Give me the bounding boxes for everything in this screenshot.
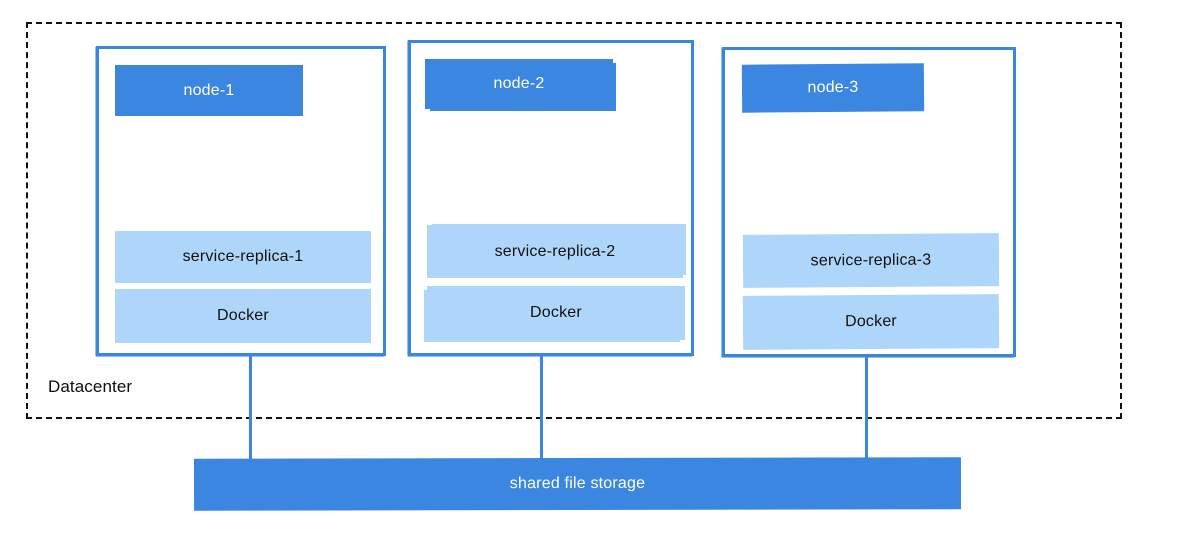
node-box-3[interactable]: node-3 service-replica-3 Docker [721, 47, 1016, 358]
node-box-1[interactable]: node-1 service-replica-1 Docker [95, 46, 386, 357]
node-title-3: node-3 [741, 63, 925, 113]
datacenter-label: Datacenter [48, 377, 133, 396]
docker-bar-3: Docker [742, 294, 1000, 350]
shared-file-storage-bar[interactable]: shared file storage [193, 457, 962, 511]
service-replica-bar-2: service-replica-2 [427, 225, 683, 278]
node-title-1: node-1 [115, 65, 303, 116]
datacenter-boundary [26, 22, 1122, 419]
docker-bar-2: Docker [427, 286, 685, 340]
node-title-2: node-2 [425, 59, 613, 109]
connector-node-3-to-storage [865, 357, 868, 459]
service-replica-bar-3: service-replica-3 [742, 233, 1000, 288]
service-replica-bar-1: service-replica-1 [115, 231, 371, 283]
node-box-2[interactable]: node-2 service-replica-2 Docker [407, 40, 694, 357]
connector-node-2-to-storage [540, 356, 543, 459]
connector-node-1-to-storage [249, 356, 252, 459]
docker-bar-1: Docker [115, 289, 371, 343]
